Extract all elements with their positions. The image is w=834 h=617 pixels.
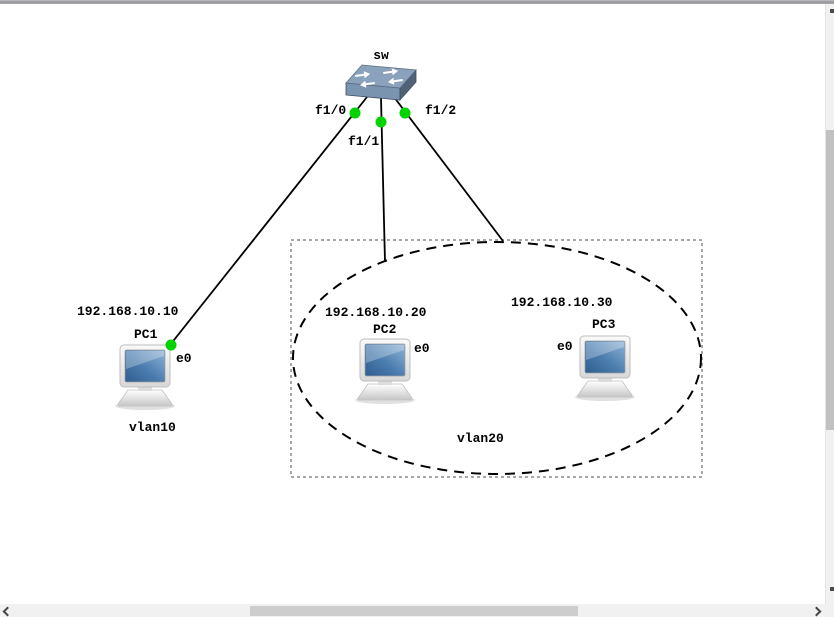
pc-screen-gloss: [366, 345, 404, 363]
pc2-iface-label: e0: [414, 341, 430, 356]
pc-neck: [598, 377, 612, 382]
pc1-ip-label: 192.168.10.10: [77, 304, 179, 319]
pc3-iface-label: e0: [557, 339, 573, 354]
pc-screen: [364, 343, 406, 377]
topology-diagram: [115, 64, 703, 478]
pc-screen: [584, 340, 626, 374]
port-label-f1-0: f1/0: [315, 103, 347, 118]
pc3-icon[interactable]: [575, 335, 635, 401]
vertical-scrollbar-thumb[interactable]: [826, 130, 834, 430]
scroll-right-icon[interactable]: [811, 606, 822, 617]
scroll-left-icon[interactable]: [2, 606, 13, 617]
vlan20-label: vlan20: [457, 431, 504, 446]
switch-icon[interactable]: [345, 64, 417, 102]
endpoint-dot-f1-2: [399, 107, 411, 119]
horizontal-scrollbar-thumb[interactable]: [250, 606, 578, 616]
port-label-f1-2: f1/2: [425, 103, 457, 118]
pc1-name-label: PC1: [134, 327, 158, 342]
vlan20-selection-box: [290, 239, 703, 478]
pc-neck: [138, 386, 152, 391]
vlan10-label: vlan10: [129, 420, 176, 435]
pc3-ip-label: 192.168.10.30: [511, 295, 613, 310]
pc-screen-gloss: [586, 342, 624, 360]
pc2-icon[interactable]: [355, 338, 415, 404]
pc-screen: [124, 349, 166, 383]
vlan20-ellipse: [292, 241, 702, 475]
pc1-iface-label: e0: [176, 351, 192, 366]
scroll-up-icon[interactable]: [830, 9, 834, 13]
scrollbar-corner: [826, 604, 834, 617]
vertical-scrollbar-track[interactable]: [825, 4, 834, 604]
horizontal-scrollbar-track[interactable]: [0, 604, 826, 617]
pc1-icon[interactable]: [115, 344, 175, 410]
pc3-name-label: PC3: [592, 317, 616, 332]
scroll-down-icon[interactable]: [830, 587, 834, 591]
port-label-f1-1: f1/1: [348, 134, 380, 149]
pc-base: [117, 389, 173, 407]
endpoint-dot-f1-1: [375, 116, 387, 128]
switch-label: sw: [373, 48, 389, 63]
window-top-border: [0, 0, 834, 4]
link-sw-vlan20-right: [393, 96, 504, 242]
pc2-name-label: PC2: [373, 322, 397, 337]
pc-base: [577, 380, 633, 398]
link-sw-pc1: [169, 96, 368, 346]
endpoint-dot-f1-0: [349, 107, 361, 119]
pc-base: [357, 383, 413, 401]
pc-neck: [378, 380, 392, 385]
pc-screen-gloss: [126, 351, 164, 369]
endpoint-dot-pc1-e0: [165, 339, 177, 351]
topology-canvas[interactable]: sw f1/0 f1/1 f1/2 192.168.10.10 PC1 e0 v…: [0, 0, 826, 604]
switch-arrows-icon: [355, 68, 403, 88]
pc2-ip-label: 192.168.10.20: [325, 305, 427, 320]
